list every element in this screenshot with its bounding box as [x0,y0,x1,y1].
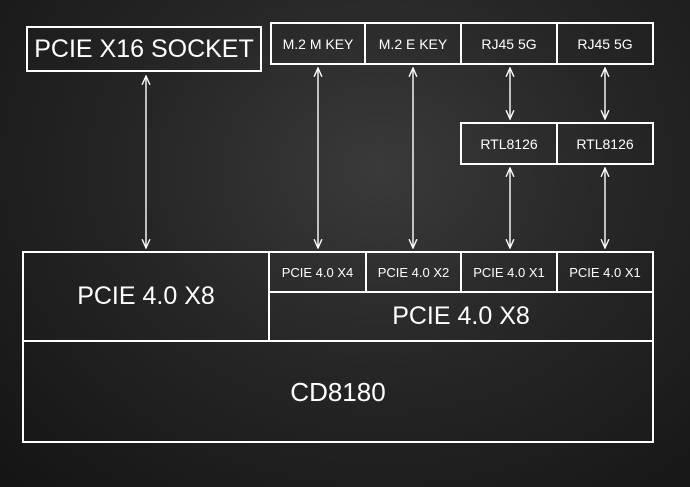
cd8180-box: CD8180 [22,340,654,443]
rj45-5g-label-1: RJ45 5G [481,35,537,52]
rtl8126-label-1: RTL8126 [480,135,538,152]
pcie40-x1-label-a: PCIE 4.0 X1 [473,264,545,280]
rtl8126-label-2: RTL8126 [576,135,634,152]
m2-m-key-label: M.2 M KEY [282,35,354,52]
pcie-x16-socket-box: PCIE X16 SOCKET [26,26,262,72]
pcie40-x8-right-label: PCIE 4.0 X8 [392,302,530,330]
pcie40-x4-label: PCIE 4.0 X4 [281,264,354,280]
rj45-5g-box-2: RJ45 5G [556,22,654,65]
pcie40-x1-label-b: PCIE 4.0 X1 [569,264,641,280]
m2-e-key-label: M.2 E KEY [378,35,448,52]
rj45-5g-label-2: RJ45 5G [577,35,633,52]
pcie-x16-socket-label: PCIE X16 SOCKET [34,34,254,63]
pcie40-x8-left-label: PCIE 4.0 X8 [77,282,215,310]
rtl8126-box-2: RTL8126 [556,122,654,165]
cd8180-label: CD8180 [290,376,386,407]
pcie40-x2-label: PCIE 4.0 X2 [377,264,450,280]
